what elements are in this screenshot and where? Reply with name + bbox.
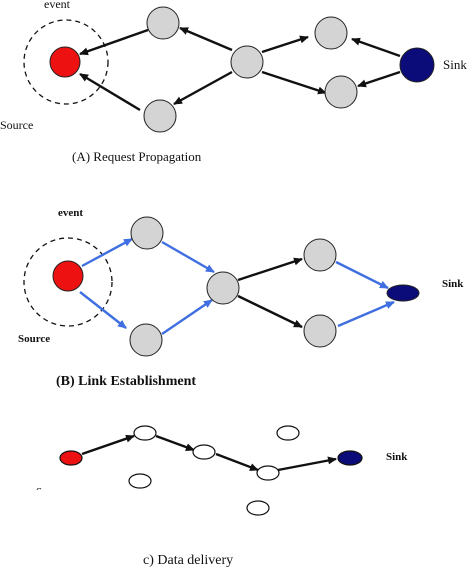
node-c-5 — [128, 473, 152, 489]
panel-a: event Source Sink (A) Request Propagatio… — [0, 0, 467, 164]
source-label-mask — [30, 490, 90, 498]
node-b-1 — [130, 216, 164, 250]
sink-node-c — [337, 450, 363, 466]
node-c-3 — [256, 465, 280, 481]
edge-c-2 — [155, 434, 195, 452]
edge-a-1 — [79, 28, 149, 56]
node-c-4 — [276, 425, 300, 441]
node-b-5 — [303, 314, 337, 348]
event-region-b — [23, 237, 113, 327]
label-sink-a: Sink — [443, 57, 467, 72]
label-event-a: event — [44, 0, 71, 11]
node-a-5 — [324, 75, 358, 109]
node-a-4 — [314, 16, 348, 50]
edge-a-2 — [79, 72, 141, 112]
edge-b-4 — [161, 299, 213, 335]
edge-b-3 — [161, 240, 215, 274]
edge-a-7 — [351, 37, 401, 58]
edge-c-4 — [277, 456, 337, 472]
caption-a: (A) Request Propagation — [72, 149, 202, 164]
edge-b-1 — [81, 237, 133, 268]
edge-a-6 — [261, 70, 327, 95]
edge-a-5 — [261, 35, 309, 54]
edge-c-3 — [215, 452, 259, 472]
edge-b-6 — [237, 294, 303, 329]
node-c-6 — [246, 500, 270, 516]
label-source-b: Source — [18, 333, 50, 345]
node-c-1 — [133, 425, 157, 441]
label-event-b: event — [58, 207, 83, 219]
edge-b-8 — [337, 300, 395, 328]
panel-b: event Source Sink (B) Link Establishment — [18, 207, 464, 389]
source-node-c — [59, 450, 83, 466]
sink-node-b — [386, 284, 420, 302]
edge-a-8 — [357, 70, 401, 88]
node-b-4 — [303, 238, 337, 272]
panel-c: Sink Source c) Data delivery — [30, 425, 408, 568]
node-c-2 — [192, 444, 216, 460]
node-b-3 — [206, 271, 240, 305]
edge-c-1 — [81, 434, 135, 456]
edge-a-3 — [179, 26, 233, 52]
label-sink-c: Sink — [386, 451, 408, 463]
edge-b-5 — [237, 257, 303, 282]
caption-b: (B) Link Establishment — [56, 374, 196, 389]
label-source-a: Source — [0, 118, 33, 132]
edge-a-4 — [173, 70, 233, 106]
source-node-a — [49, 46, 81, 78]
caption-c: c) Data delivery — [143, 553, 233, 568]
node-a-3 — [230, 45, 264, 79]
node-a-1 — [146, 6, 180, 40]
label-sink-b: Sink — [442, 278, 464, 290]
edge-b-7 — [335, 260, 389, 290]
sink-node-a — [399, 47, 435, 83]
edge-b-2 — [79, 291, 127, 329]
node-a-2 — [143, 99, 177, 133]
node-b-2 — [129, 323, 163, 357]
event-region — [23, 19, 109, 105]
source-node-b — [52, 260, 84, 292]
